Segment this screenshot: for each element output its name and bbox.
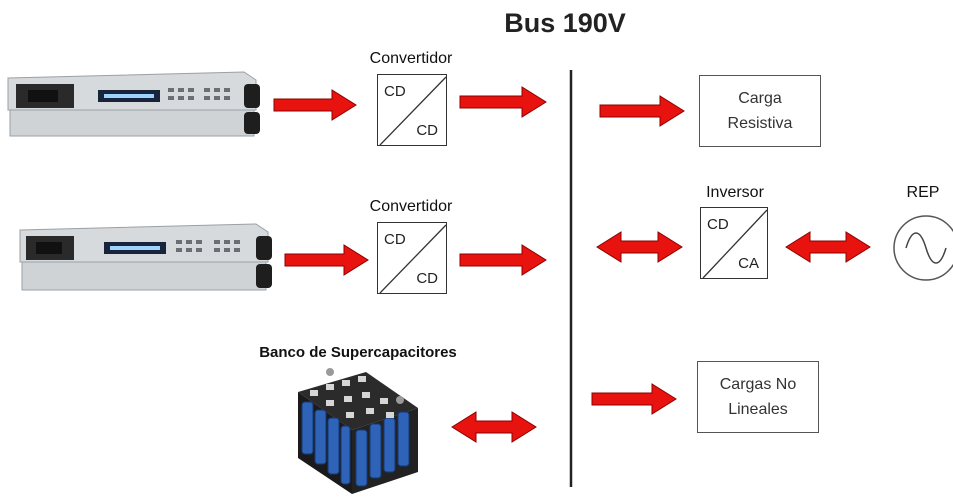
dc-dc-converter-1: CD CD xyxy=(377,74,447,146)
resistive-load-line2: Resistiva xyxy=(727,115,793,132)
arrow-supply2-to-converter2 xyxy=(284,244,369,276)
arrow-supercap-bus-bidirectional xyxy=(451,411,537,443)
converter-1-input: CD xyxy=(384,83,406,100)
arrow-bus-inverter-bidirectional xyxy=(596,231,683,263)
inverter-input: CD xyxy=(707,216,729,233)
nonlinear-load-line1: Cargas No xyxy=(719,376,797,393)
nonlinear-load-box: Cargas No Lineales xyxy=(697,361,819,433)
converter-2-output: CD xyxy=(416,270,438,287)
converter-1-label: Convertidor xyxy=(369,50,453,67)
dc-power-supply-2 xyxy=(19,223,272,291)
arrow-converter1-to-bus xyxy=(459,86,547,118)
supercapacitor-bank-image xyxy=(298,368,418,494)
dc-power-supply-1 xyxy=(7,71,260,137)
grid-label: REP xyxy=(906,184,940,201)
inverter-label: Inversor xyxy=(706,184,764,201)
dc-ac-inverter: CD CA xyxy=(700,207,768,279)
arrow-inverter-grid-bidirectional xyxy=(785,231,871,263)
converter-1-output: CD xyxy=(416,122,438,139)
resistive-load-line1: Carga xyxy=(738,90,782,107)
inverter-output: CA xyxy=(738,255,759,272)
converter-2-label: Convertidor xyxy=(369,198,453,215)
dc-dc-converter-2: CD CD xyxy=(377,222,447,294)
resistive-load-box: Carga Resistiva xyxy=(699,75,821,147)
nonlinear-load-line2: Lineales xyxy=(728,401,788,418)
arrow-bus-to-nonlinear-load xyxy=(591,383,677,415)
ac-grid-source-icon xyxy=(893,215,953,281)
diagram-title: Bus 190V xyxy=(504,8,626,38)
converter-2-input: CD xyxy=(384,231,406,248)
supercapacitor-bank-label: Banco de Supercapacitores xyxy=(259,344,457,361)
arrow-supply1-to-converter1 xyxy=(273,89,357,121)
arrow-bus-to-resistive-load xyxy=(599,95,685,127)
arrow-converter2-to-bus xyxy=(459,244,547,276)
